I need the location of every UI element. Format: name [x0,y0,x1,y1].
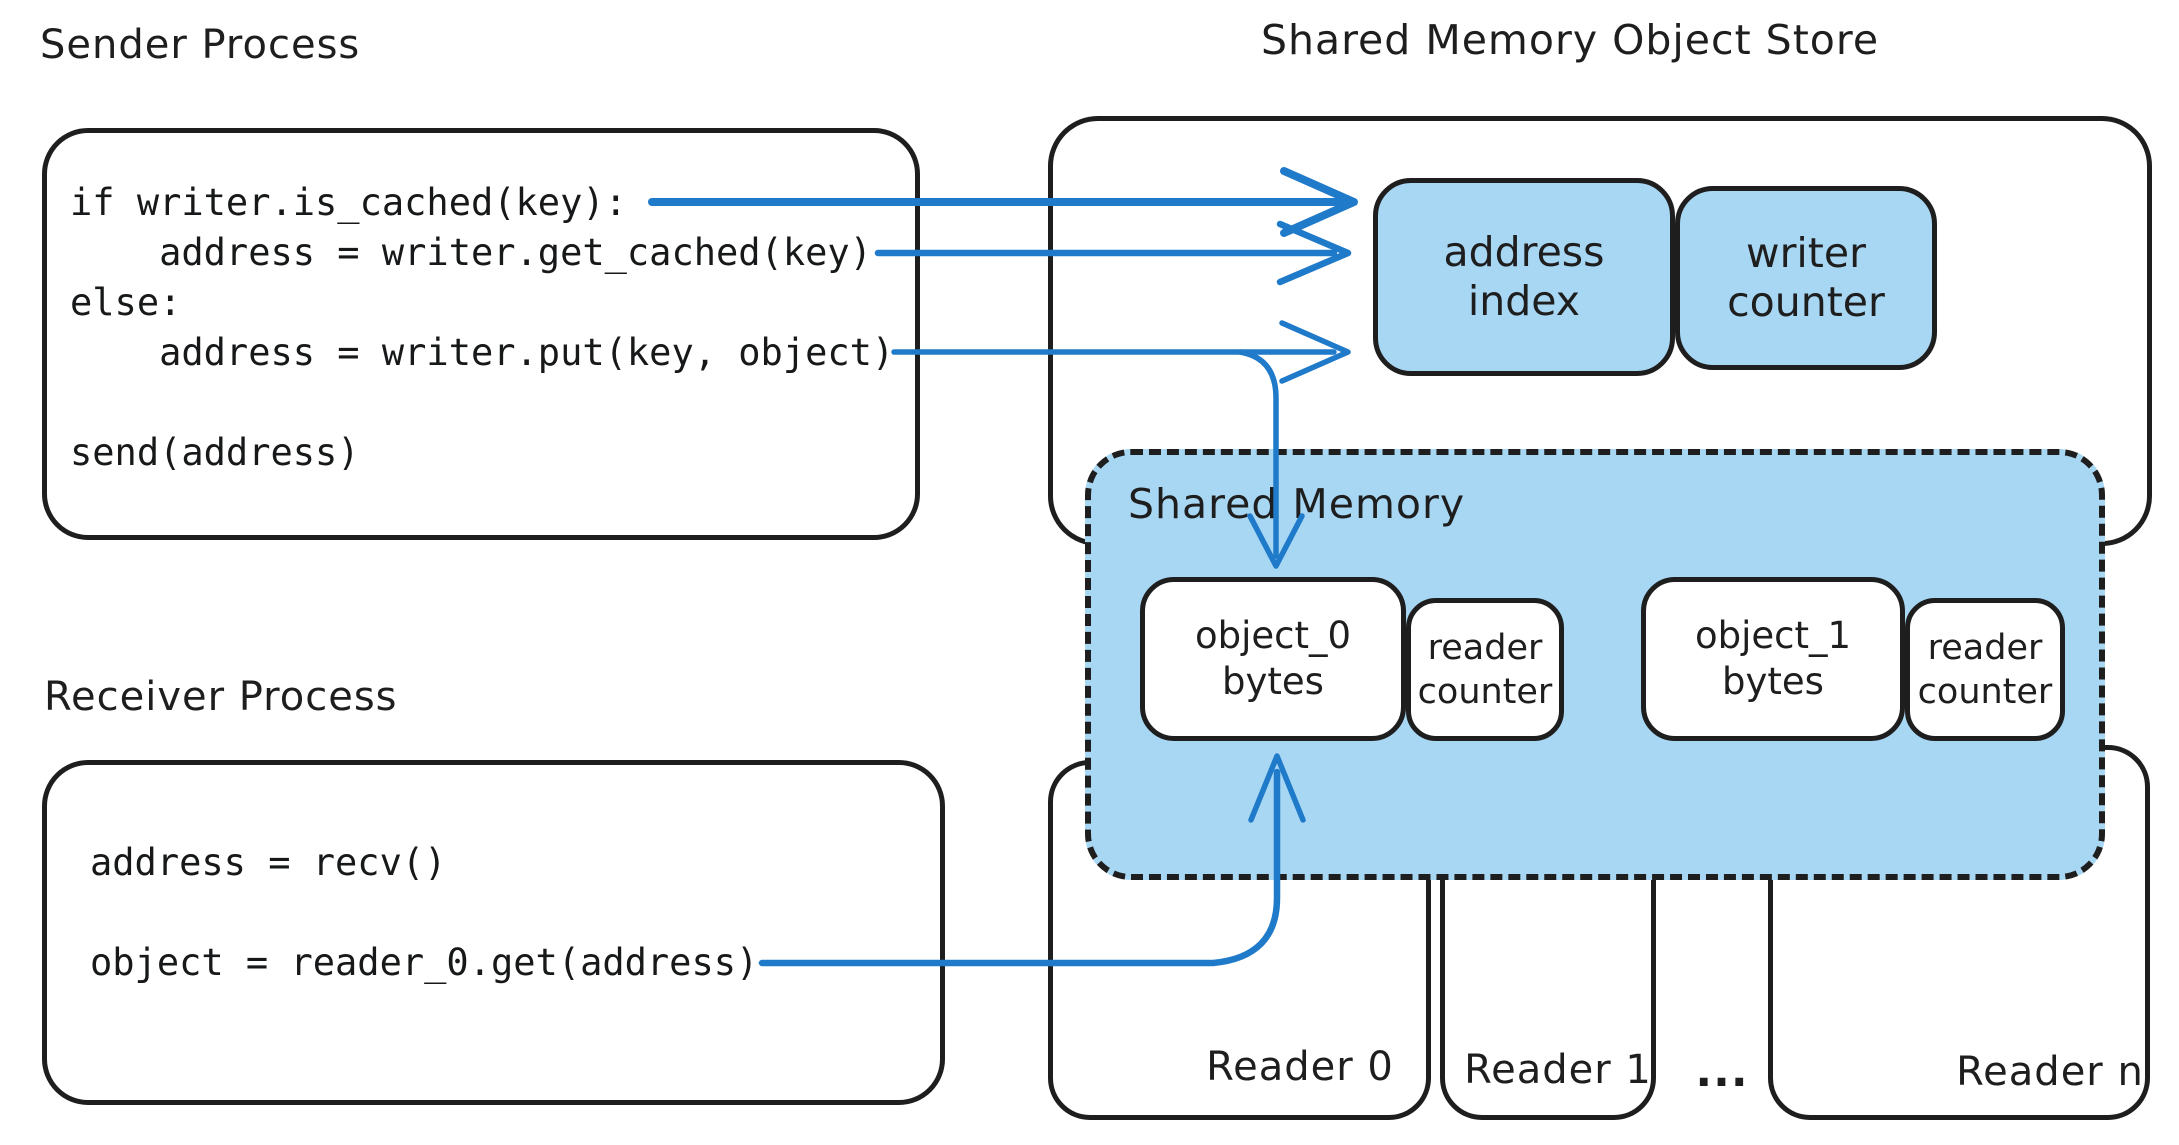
object-1-line1: object_1 [1694,614,1852,657]
object-0-line2: bytes [1222,660,1324,703]
receiver-process-title: Receiver Process [44,674,398,720]
writer-counter-cell: writer counter [1675,186,1937,370]
shared-memory-label: Shared Memory [1128,480,1466,528]
address-index-line1: address [1443,228,1605,276]
shared-memory-object-store-heading: Shared Memory Object Store [1260,16,1880,64]
reader-counter-0-line1: reader [1427,627,1543,668]
writer-counter-line2: counter [1727,278,1885,326]
sender-code: if writer.is_cached(key): address = writ… [70,181,895,474]
reader-counter-1-line1: reader [1927,627,2043,668]
writer-counter-line1: writer [1746,229,1866,277]
reader-counter-1-line2: counter [1917,671,2053,712]
object-1-line2: bytes [1722,660,1824,703]
reader-1-label: Reader 1 [1464,1047,1652,1093]
reader-counter-1-cell: reader counter [1905,598,2065,741]
sender-process-box [42,128,920,540]
reader-n-label: Reader n [1956,1049,2144,1095]
address-index-line2: index [1467,277,1581,325]
address-index-cell: address index [1373,178,1675,376]
reader-counter-0-cell: reader counter [1406,598,1564,741]
reader-counter-0-line2: counter [1417,671,1553,712]
object-1-bytes-cell: object_1 bytes [1641,577,1905,741]
reader-0-label: Reader 0 [1206,1044,1394,1090]
object-0-bytes-cell: object_0 bytes [1140,577,1406,741]
readers-ellipsis: ... [1695,1046,1749,1097]
receiver-code: address = recv() object = reader_0.get(a… [90,841,759,984]
sender-process-title: Sender Process [40,22,361,68]
object-0-line1: object_0 [1194,614,1352,657]
